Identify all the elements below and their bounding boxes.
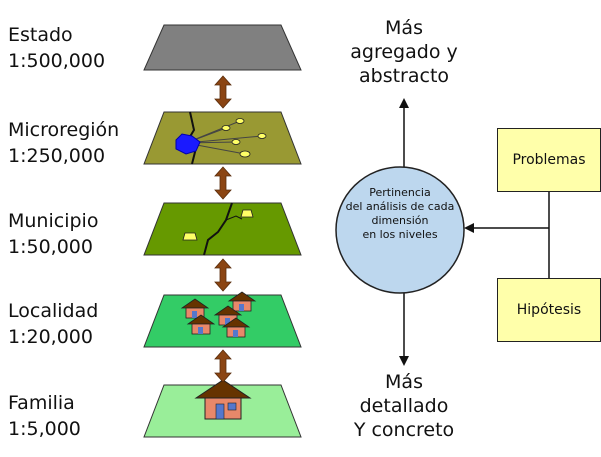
level-scale: 1:50,000 [8,236,93,258]
familia-house [194,379,252,420]
layer-connector-arrows [214,75,232,383]
municipio-layer [143,202,302,256]
level-localidad: Localidad 1:20,000 [8,298,98,350]
circle-text-line: en los niveles [362,228,438,241]
level-scale: 1:20,000 [8,326,93,348]
level-microregion: Microregión 1:250,000 [8,117,119,169]
level-name: Localidad [8,300,99,322]
estado-layer [143,24,302,71]
circle-text: Pertinencia del análisis de cada dimensi… [336,186,464,242]
municipio-features [182,202,254,256]
level-scale: 1:5,000 [8,418,81,440]
bottom-text-line: Más [385,371,423,393]
hipotesis-label: Hipótesis [516,302,582,318]
level-scale: 1:250,000 [8,145,106,167]
top-text-line: agregado y [350,41,458,63]
level-name: Estado [8,24,73,46]
connector-arrow-2 [214,166,232,200]
level-municipio: Municipio 1:50,000 [8,208,98,260]
bottom-text: Más detallado Y concreto [334,370,474,442]
level-scale: 1:500,000 [8,50,106,72]
level-estado: Estado 1:500,000 [8,22,105,74]
level-familia: Familia 1:5,000 [8,390,81,442]
level-name: Microregión [8,119,120,141]
bottom-text-line: detallado [359,395,449,417]
top-text: Más agregado y abstracto [334,16,474,88]
top-text-line: Más [385,17,423,39]
bottom-text-line: Y concreto [353,419,455,441]
level-name: Municipio [8,210,99,232]
connector-arrow-1 [214,75,232,109]
hipotesis-box: Hipótesis [497,278,601,342]
localidad-houses [180,291,257,338]
problemas-box: Problemas [497,128,601,192]
circle-text-line: dimensión [371,214,429,227]
microregion-network [175,111,267,165]
top-text-line: abstracto [358,65,450,87]
connector-arrow-4 [214,349,232,383]
circle-text-line: del análisis de cada [345,200,455,213]
connector-arrow-3 [214,258,232,292]
microregion-layer [143,111,302,165]
circle-text-line: Pertinencia [369,186,431,199]
problemas-label: Problemas [512,152,586,168]
level-name: Familia [8,392,75,414]
